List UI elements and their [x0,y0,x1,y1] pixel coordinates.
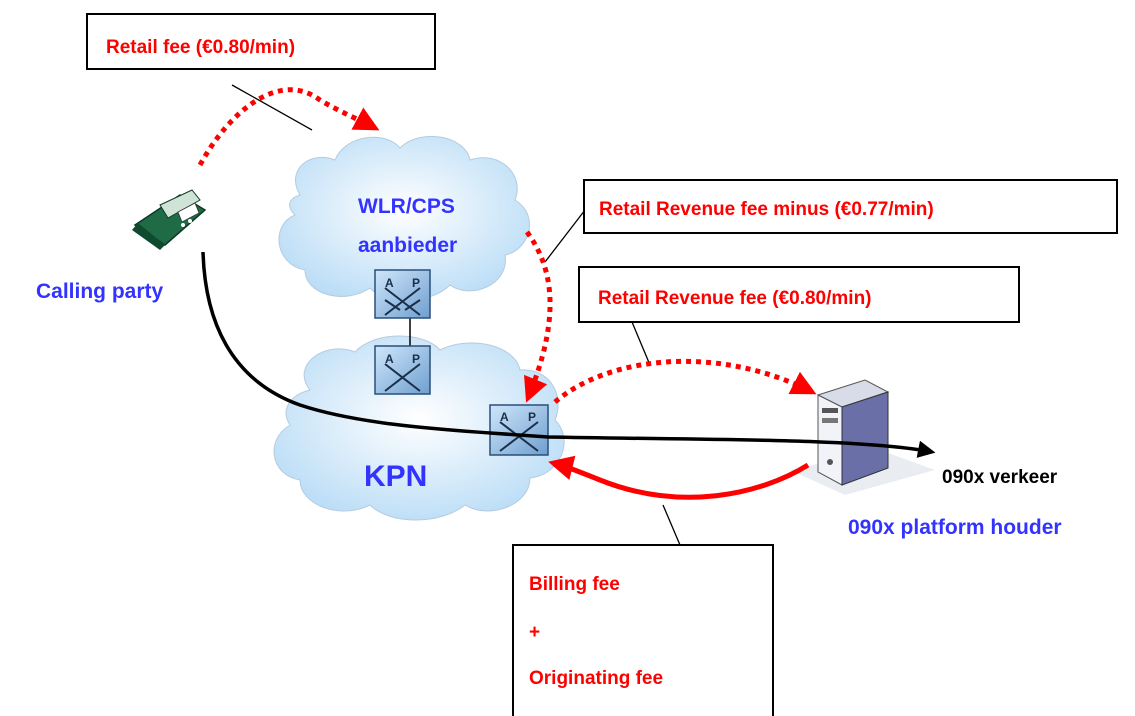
callout-retail-fee: Retail fee (€0.80/min) [86,13,436,70]
telephone-icon [132,189,207,250]
plus-label: + [529,622,541,643]
switch-icon-wlr: A P [374,269,431,319]
switch-letter-p: P [412,352,420,366]
switch-letter-p: P [528,410,536,424]
switch-letter-a: A [385,276,394,290]
retail-revenue-arrow [553,358,817,404]
callout-line-billing [662,504,681,546]
switch-icon-kpn-main: A P [489,404,549,456]
callout-line-retail-revenue [631,321,651,366]
retail-revenue-minus-label: Retail Revenue fee minus (€0.77/min) [599,199,934,220]
aanbieder-label: aanbieder [358,234,458,257]
switch-icon-kpn-upper: A P [374,345,431,395]
callout-retail-revenue-minus: Retail Revenue fee minus (€0.77/min) [583,179,1118,234]
retail-fee-label: Retail fee (€0.80/min) [106,37,296,58]
callout-billing-originating: Billing fee + Originating fee [512,544,774,716]
callout-line-retail-revenue-minus [544,209,586,263]
calling-party-label: Calling party [36,280,164,303]
retail-fee-arrow [197,87,380,167]
originating-fee-label: Originating fee [529,668,664,689]
wlr-cps-label: WLR/CPS [358,195,455,218]
callout-line-retail-fee [231,84,313,131]
switch-letter-p: P [412,276,420,290]
callout-retail-revenue: Retail Revenue fee (€0.80/min) [578,266,1020,323]
retail-revenue-label: Retail Revenue fee (€0.80/min) [598,288,872,309]
kpn-label: KPN [364,460,428,493]
switch-letter-a: A [500,410,509,424]
traffic-label: 090x verkeer [942,467,1058,488]
wlr-cps-cloud [278,135,530,301]
platform-holder-label: 090x platform houder [848,516,1062,539]
billing-fee-label: Billing fee [529,574,620,595]
switch-letter-a: A [385,352,394,366]
billing-fee-arrow [548,455,810,500]
traffic-path-arrow [201,251,936,458]
server-icon [790,379,935,495]
retail-revenue-minus-arrow [524,230,553,403]
